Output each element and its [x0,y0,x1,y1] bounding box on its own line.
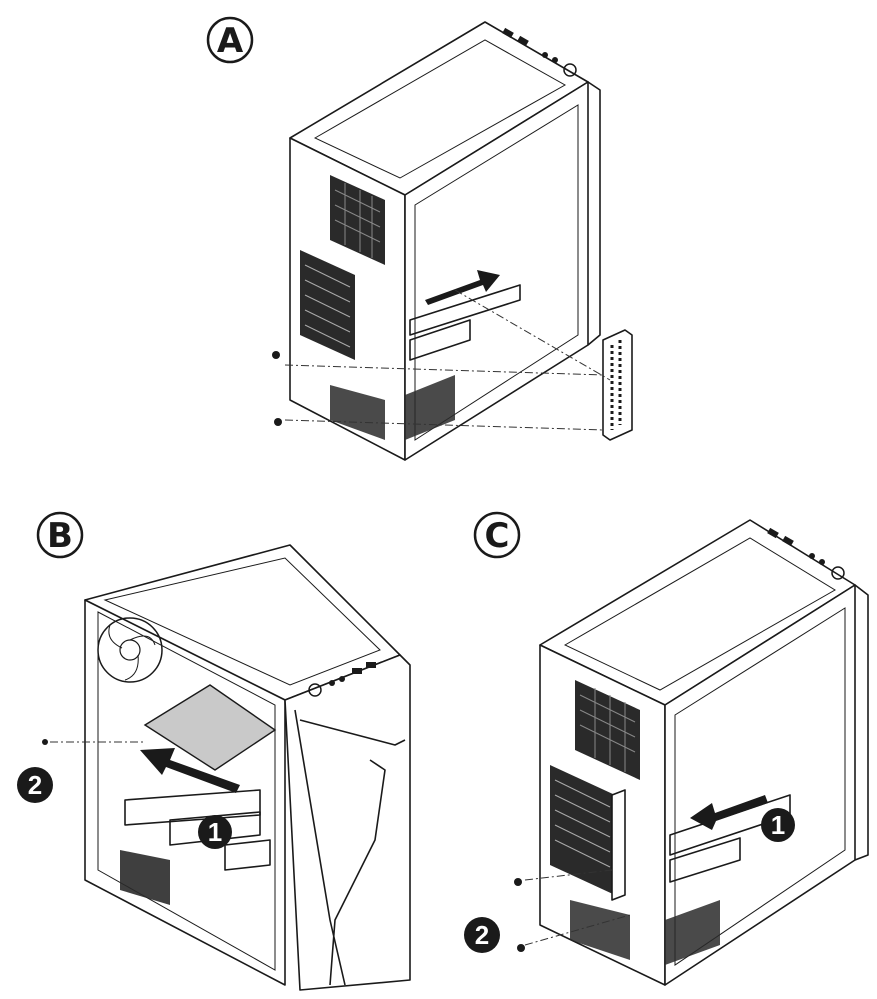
screw-icon [514,878,522,886]
panel-a-letter: A [217,21,244,61]
step-marker-1-c: 1 [761,808,795,842]
case-c [514,520,868,985]
case-b [42,545,410,990]
screw-icon [274,418,282,426]
step-2-label-c: 2 [475,920,489,950]
bracket-icon [603,330,632,440]
step-marker-1-b: 1 [198,815,232,849]
screw-icon [42,739,48,745]
step-marker-2-b: 2 [17,767,53,803]
step-2-label-b: 2 [28,770,42,800]
panel-c-label: C [475,513,519,557]
panel-b-label: B [38,513,82,557]
case-a [272,22,632,460]
panel-b: B [17,513,410,990]
screw-icon [517,944,525,952]
step-1-label-b: 1 [208,817,222,847]
step-marker-2-c: 2 [464,917,500,953]
panel-b-letter: B [47,516,73,556]
step-1-label-c: 1 [771,810,785,840]
screw-icon [272,351,280,359]
panel-a: A [208,18,632,460]
panel-a-label: A [208,18,252,62]
panel-c: C [464,513,868,985]
panel-c-letter: C [485,516,510,556]
